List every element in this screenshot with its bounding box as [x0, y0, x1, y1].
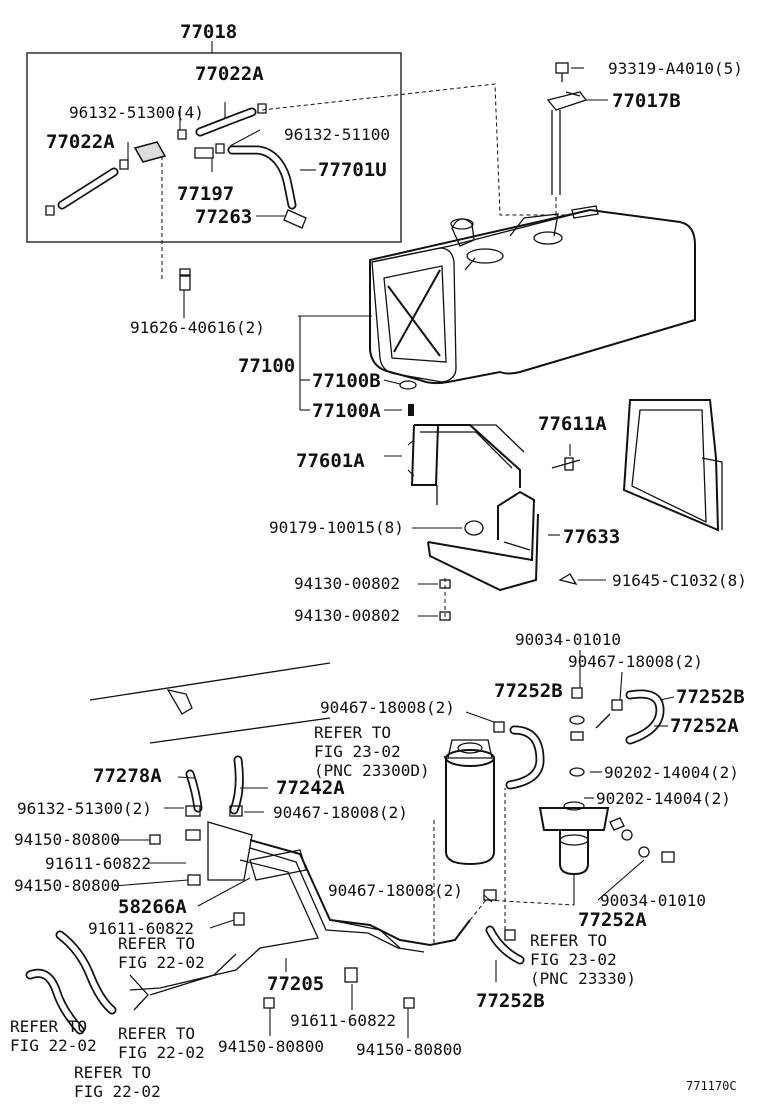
- label-77252b-a: 77252B: [494, 680, 563, 702]
- label-91611-c: 91611-60822: [290, 1011, 396, 1030]
- label-94150-d: 94150-80800: [356, 1040, 462, 1059]
- label-77242a: 77242A: [276, 777, 345, 799]
- label-90467-mid: 90467-18008(2): [320, 698, 455, 717]
- label-94150-c: 94150-80800: [218, 1037, 324, 1056]
- label-90202-b: 90202-14004(2): [596, 789, 731, 808]
- refer-23-02-b-line3: (PNC 23330): [530, 969, 636, 988]
- label-77022a-top: 77022A: [195, 63, 264, 85]
- diagram-code: 771170C: [686, 1079, 737, 1093]
- label-91645: 91645-C1032(8): [612, 571, 747, 590]
- callout-labels: 77018 77022A 96132-51300(4) 77022A 96132…: [10, 21, 747, 1101]
- label-91611-a: 91611-60822: [45, 854, 151, 873]
- label-77601a: 77601A: [296, 450, 365, 472]
- label-90034-low: 90034-01010: [600, 891, 706, 910]
- refer-23-02-a-line2: FIG 23-02: [314, 742, 401, 761]
- label-77611a: 77611A: [538, 413, 607, 435]
- label-77252b-b: 77252B: [676, 686, 745, 708]
- refer-22-02-a-line2: FIG 22-02: [118, 953, 205, 972]
- leader-lines: [113, 290, 675, 1038]
- label-94130-a: 94130-00802: [294, 574, 400, 593]
- label-77701u: 77701U: [318, 159, 387, 181]
- label-77197: 77197: [177, 183, 234, 205]
- label-77263: 77263: [195, 206, 252, 228]
- refer-22-02-a-line1: REFER TO: [118, 934, 195, 953]
- small-fittings: [149, 687, 675, 1009]
- label-90467-topright: 90467-18008(2): [568, 652, 703, 671]
- label-77022a-left: 77022A: [46, 131, 115, 153]
- label-77017b: 77017B: [612, 90, 681, 112]
- label-77100b: 77100B: [312, 370, 381, 392]
- label-58266a: 58266A: [118, 896, 187, 918]
- refer-23-02-b-line2: FIG 23-02: [530, 950, 617, 969]
- label-77252a-a: 77252A: [670, 715, 739, 737]
- refer-23-02-a-line1: REFER TO: [314, 723, 391, 742]
- refer-23-02-a-line3: (PNC 23300D): [314, 761, 430, 780]
- label-96132-51100: 96132-51100: [284, 125, 390, 144]
- hoses-refer-22-02: [25, 689, 193, 1035]
- refer-23-02-b-line1: REFER TO: [530, 931, 607, 950]
- label-96132-51300-4: 96132-51300(4): [69, 103, 204, 122]
- label-77278a: 77278A: [93, 765, 162, 787]
- label-90034-top: 90034-01010: [515, 630, 621, 649]
- label-90467-left: 90467-18008(2): [273, 803, 408, 822]
- fuel-sender-gauge: [546, 62, 608, 215]
- label-77205: 77205: [267, 973, 324, 995]
- bolt-77611A: [551, 444, 581, 471]
- refer-22-02-d-line2: FIG 22-02: [74, 1082, 161, 1101]
- subassembly-77018-box: [26, 41, 570, 280]
- refer-22-02-b-line2: FIG 22-02: [10, 1036, 97, 1055]
- label-96132-51300-2: 96132-51300(2): [17, 799, 152, 818]
- label-90202-a: 90202-14004(2): [604, 763, 739, 782]
- bolt-91626: [179, 268, 191, 291]
- label-90179: 90179-10015(8): [269, 518, 404, 537]
- label-91626: 91626-40616(2): [130, 318, 265, 337]
- label-77252a-b: 77252A: [578, 909, 647, 931]
- label-77018: 77018: [180, 21, 237, 43]
- refer-22-02-b-line1: REFER TO: [10, 1017, 87, 1036]
- hoses-filter: [185, 689, 665, 965]
- label-77100a: 77100A: [312, 400, 381, 422]
- label-94130-b: 94130-00802: [294, 606, 400, 625]
- label-90467-low: 90467-18008(2): [328, 881, 463, 900]
- tank-cradle-77633: [418, 490, 606, 621]
- label-77252b-c: 77252B: [476, 990, 545, 1012]
- label-93319: 93319-A4010(5): [608, 59, 743, 78]
- label-91611-b: 91611-60822: [88, 919, 194, 938]
- refer-22-02-c-line1: REFER TO: [118, 1024, 195, 1043]
- tank-straps-77601A: [384, 424, 525, 505]
- protector-frame: [622, 399, 723, 532]
- label-94150-a: 94150-80800: [14, 830, 120, 849]
- fuel-pipes-77205: [129, 788, 575, 996]
- fuel-filter-left: [445, 739, 495, 866]
- label-77633: 77633: [563, 526, 620, 548]
- label-94150-b: 94150-80800: [14, 876, 120, 895]
- refer-22-02-d-line1: REFER TO: [74, 1063, 151, 1082]
- refer-22-02-c-line2: FIG 22-02: [118, 1043, 205, 1062]
- fuel-tank-77100: [298, 205, 696, 416]
- fuel-filter-right: [538, 801, 625, 905]
- label-77100: 77100: [238, 355, 295, 377]
